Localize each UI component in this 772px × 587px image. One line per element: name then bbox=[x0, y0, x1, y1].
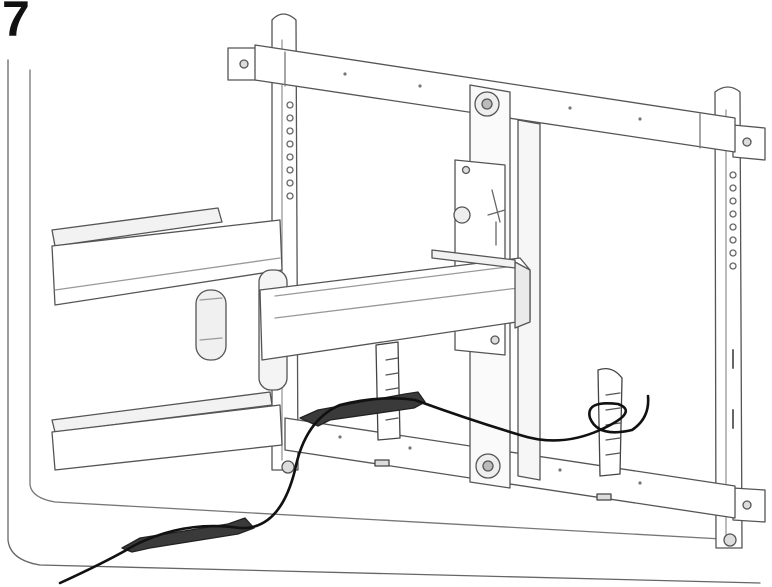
wall-outline bbox=[7, 59, 761, 584]
step-number: 7 bbox=[2, 0, 30, 47]
cable-icon bbox=[58, 394, 650, 585]
articulating-arms bbox=[51, 207, 531, 471]
